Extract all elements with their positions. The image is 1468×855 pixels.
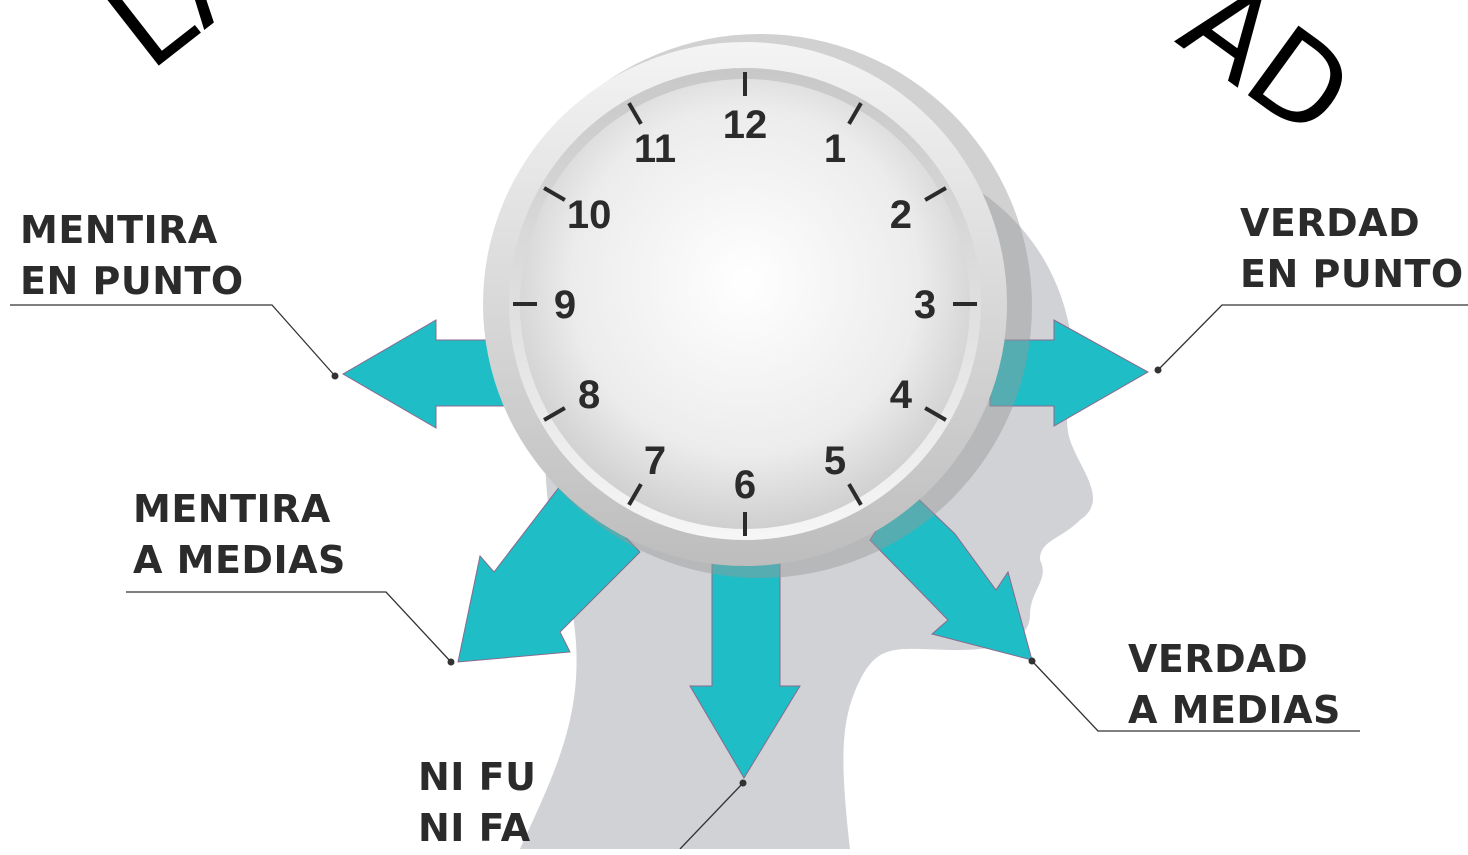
clock-number: 4	[890, 373, 913, 417]
clock-tick	[847, 483, 863, 506]
clock-number: 12	[723, 103, 768, 147]
clock-number: 7	[644, 439, 666, 483]
label-line1: MENTIRA	[20, 208, 218, 252]
clock-number: 2	[890, 193, 912, 237]
clock-number: 9	[554, 283, 576, 327]
leader-verdad-a-medias	[1031, 660, 1360, 732]
label-mentira-a-medias: MENTIRA A MEDIAS	[133, 484, 346, 587]
label-line2: A MEDIAS	[1128, 688, 1341, 733]
clock-tick	[847, 102, 863, 125]
clock-number: 11	[634, 127, 676, 171]
leader-verdad-en-punto	[1157, 304, 1468, 371]
arrow-right	[989, 319, 1150, 427]
clock-tick	[627, 483, 643, 506]
leader-dots	[331, 366, 1162, 787]
label-line2: EN PUNTO	[20, 259, 244, 304]
label-line2: NI FA	[418, 806, 531, 851]
clock-number: 3	[914, 283, 936, 327]
clock-face	[520, 79, 970, 529]
clock-number: 10	[567, 193, 612, 237]
label-line1: VERDAD	[1128, 637, 1309, 681]
leader-mentira-a-medias	[126, 591, 452, 663]
arrow-down	[689, 559, 801, 779]
label-mentira-en-punto: MENTIRA EN PUNTO	[20, 205, 244, 308]
label-ni-fu-ni-fa: NI FU NI FA	[418, 752, 537, 855]
label-verdad-en-punto: VERDAD EN PUNTO	[1240, 198, 1464, 301]
clock-tick	[924, 406, 947, 422]
leader-ni-fu-ni-fa	[679, 782, 744, 849]
leader-mentira-en-punto	[10, 304, 336, 377]
label-verdad-a-medias: VERDAD A MEDIAS	[1128, 634, 1341, 737]
clock-tick	[924, 186, 947, 202]
clock-number: 8	[578, 373, 600, 417]
label-line1: VERDAD	[1240, 201, 1421, 245]
label-line2: A MEDIAS	[133, 538, 346, 583]
clock-tick	[543, 406, 566, 422]
label-line2: EN PUNTO	[1240, 252, 1464, 297]
clock-number: 6	[734, 463, 756, 507]
arrow-down-left	[457, 485, 641, 663]
clock-tick	[627, 102, 643, 125]
clock-number: 1	[824, 127, 846, 171]
clock-tick	[543, 186, 566, 202]
leader-lines	[10, 304, 1468, 849]
label-line1: NI FU	[418, 755, 537, 799]
label-line1: MENTIRA	[133, 487, 331, 531]
clock-number: 5	[824, 439, 846, 483]
